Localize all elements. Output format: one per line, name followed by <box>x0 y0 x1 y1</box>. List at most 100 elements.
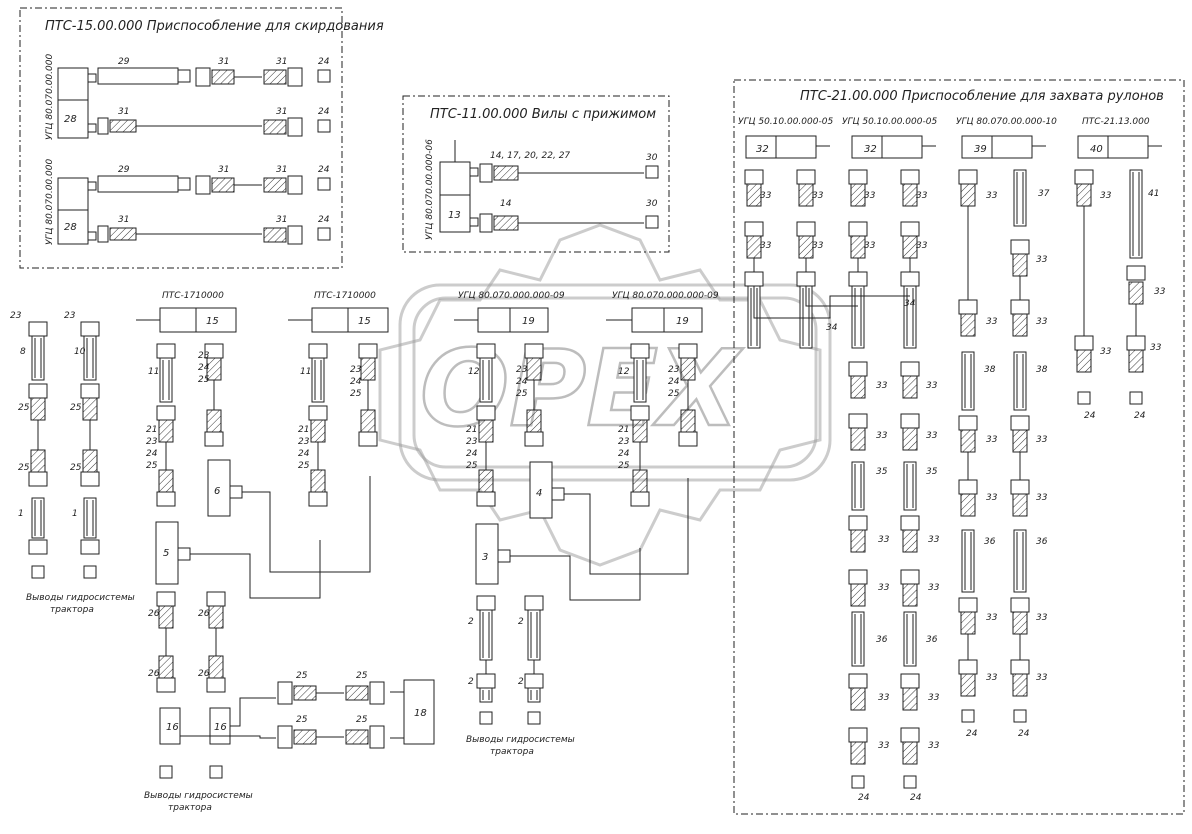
svg-text:35: 35 <box>876 467 888 477</box>
left-c1: ПТС-1710000 <box>162 291 224 301</box>
svg-text:36: 36 <box>876 635 888 645</box>
svg-text:23: 23 <box>350 365 362 375</box>
svg-text:24: 24 <box>618 449 630 459</box>
svg-text:23: 23 <box>10 311 22 321</box>
svg-text:26: 26 <box>198 669 210 679</box>
svg-text:33: 33 <box>986 673 998 683</box>
svg-text:21: 21 <box>618 425 629 435</box>
svg-text:24: 24 <box>466 449 478 459</box>
svg-text:25: 25 <box>296 671 308 681</box>
svg-text:33: 33 <box>926 431 938 441</box>
left-c2: ПТС-1710000 <box>314 291 376 301</box>
svg-text:25: 25 <box>466 461 478 471</box>
svg-text:19: 19 <box>522 316 535 327</box>
svg-text:25: 25 <box>618 461 630 471</box>
left-c3: УГЦ 80.070.000.000-09 <box>458 291 565 301</box>
group-pts21-c4: ПТС-21.13.000 <box>1082 117 1150 127</box>
svg-text:25: 25 <box>18 463 30 473</box>
svg-text:33: 33 <box>916 241 928 251</box>
svg-text:24: 24 <box>350 377 362 387</box>
group-pts21-title: ПТС-21.00.000 Приспособление для захвата… <box>800 89 1164 104</box>
group-pts11-label2: 14 <box>500 199 512 209</box>
svg-text:24: 24 <box>1134 411 1146 421</box>
svg-text:33: 33 <box>1036 255 1048 265</box>
group-pts21: ПТС-21.00.000 Приспособление для захвата… <box>733 79 1185 815</box>
svg-text:26: 26 <box>148 669 160 679</box>
svg-text:23: 23 <box>146 437 158 447</box>
svg-text:29: 29 <box>118 165 130 175</box>
svg-text:33: 33 <box>812 191 824 201</box>
svg-text:33: 33 <box>878 583 890 593</box>
svg-text:24: 24 <box>516 377 528 387</box>
svg-text:33: 33 <box>876 381 888 391</box>
svg-text:24: 24 <box>298 449 310 459</box>
svg-text:31: 31 <box>276 57 287 67</box>
svg-text:32: 32 <box>864 144 877 155</box>
svg-text:25: 25 <box>70 403 82 413</box>
svg-text:33: 33 <box>1036 613 1048 623</box>
svg-text:3: 3 <box>482 552 488 563</box>
svg-text:25: 25 <box>356 671 368 681</box>
svg-text:33: 33 <box>864 191 876 201</box>
svg-text:21: 21 <box>298 425 309 435</box>
left-c4: УГЦ 80.070.000.000-09 <box>612 291 719 301</box>
svg-text:31: 31 <box>276 165 287 175</box>
svg-text:5: 5 <box>163 548 169 559</box>
svg-text:35: 35 <box>926 467 938 477</box>
svg-text:31: 31 <box>218 57 229 67</box>
svg-text:41: 41 <box>1148 189 1159 199</box>
svg-text:38: 38 <box>1036 365 1048 375</box>
svg-text:39: 39 <box>974 144 987 155</box>
svg-text:33: 33 <box>986 317 998 327</box>
svg-text:33: 33 <box>1154 287 1166 297</box>
svg-text:33: 33 <box>878 535 890 545</box>
svg-text:31: 31 <box>118 215 129 225</box>
svg-text:34: 34 <box>904 299 916 309</box>
svg-text:15: 15 <box>206 316 219 327</box>
svg-text:24: 24 <box>318 57 330 67</box>
svg-text:24: 24 <box>668 377 680 387</box>
svg-text:13: 13 <box>448 210 461 221</box>
group-pts21-c1: УГЦ 50.10.00.000-05 <box>738 117 833 127</box>
outlets-caption-3b: трактора <box>490 747 534 757</box>
group-pts11-label1: 14, 17, 20, 22, 27 <box>490 151 570 161</box>
group-pts15-cyl2: УГЦ 80.070.00.000 <box>45 159 55 245</box>
svg-text:33: 33 <box>986 435 998 445</box>
svg-text:23: 23 <box>618 437 630 447</box>
group-pts15-title: ПТС-15.00.000 Приспособление для скирдов… <box>45 19 384 34</box>
svg-text:23: 23 <box>668 365 680 375</box>
svg-text:33: 33 <box>760 241 772 251</box>
group-pts21-c2: УГЦ 50.10.00.000-05 <box>842 117 937 127</box>
svg-text:19: 19 <box>676 316 689 327</box>
svg-text:25: 25 <box>350 389 362 399</box>
svg-text:33: 33 <box>986 191 998 201</box>
svg-text:33: 33 <box>1036 435 1048 445</box>
svg-text:40: 40 <box>1090 144 1103 155</box>
svg-text:24: 24 <box>318 215 330 225</box>
svg-text:33: 33 <box>864 241 876 251</box>
svg-text:31: 31 <box>118 107 129 117</box>
svg-text:33: 33 <box>1100 191 1112 201</box>
svg-text:33: 33 <box>1036 493 1048 503</box>
outlets-caption-1a: Выводы гидросистемы <box>26 593 135 603</box>
svg-text:33: 33 <box>986 613 998 623</box>
svg-text:15: 15 <box>358 316 371 327</box>
svg-text:21: 21 <box>146 425 157 435</box>
svg-text:25: 25 <box>516 389 528 399</box>
svg-text:31: 31 <box>276 215 287 225</box>
group-pts11: ПТС-11.00.000 Вилы с прижимом УГЦ 80.070… <box>402 95 670 253</box>
svg-text:25: 25 <box>356 715 368 725</box>
svg-text:33: 33 <box>878 693 890 703</box>
svg-text:2: 2 <box>518 677 524 687</box>
svg-text:11: 11 <box>300 367 311 377</box>
svg-text:24: 24 <box>858 793 870 803</box>
svg-text:25: 25 <box>70 463 82 473</box>
svg-text:33: 33 <box>928 583 940 593</box>
svg-text:25: 25 <box>298 461 310 471</box>
svg-text:2: 2 <box>518 617 524 627</box>
svg-text:1: 1 <box>72 509 78 519</box>
svg-text:32: 32 <box>756 144 769 155</box>
group-pts11-cyl: УГЦ 80.070.00.000-06 <box>425 139 435 240</box>
